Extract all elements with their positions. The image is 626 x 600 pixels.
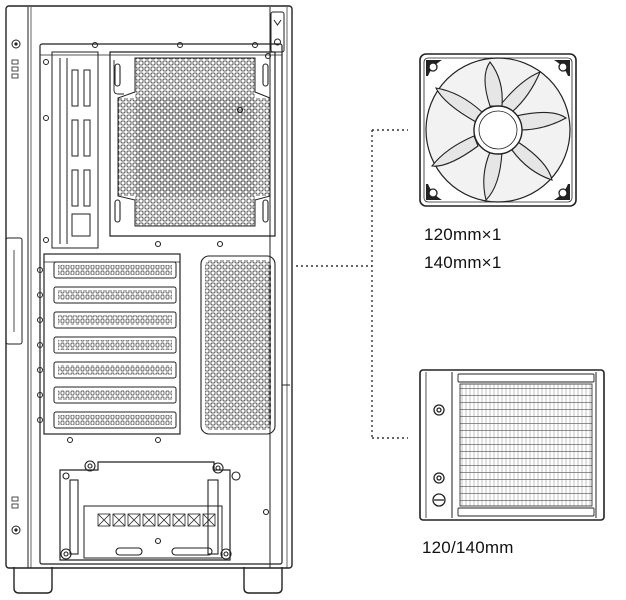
fan-size-label-120: 120mm×1 — [424, 225, 501, 245]
side-vent — [201, 256, 275, 434]
case-foot-right — [244, 567, 282, 593]
fan-icon — [420, 54, 576, 206]
rear-fan-mount — [110, 52, 275, 247]
radiator-size-label: 120/140mm — [422, 538, 514, 558]
slot-covers — [54, 262, 176, 428]
psu-mount — [60, 461, 269, 564]
case-foot-left — [14, 567, 52, 593]
expansion-slots — [38, 254, 181, 443]
leader-lines — [296, 130, 408, 438]
radiator-icon — [420, 370, 604, 520]
fan-size-label-140: 140mm×1 — [424, 253, 501, 273]
psu-vent-cells — [98, 514, 215, 526]
